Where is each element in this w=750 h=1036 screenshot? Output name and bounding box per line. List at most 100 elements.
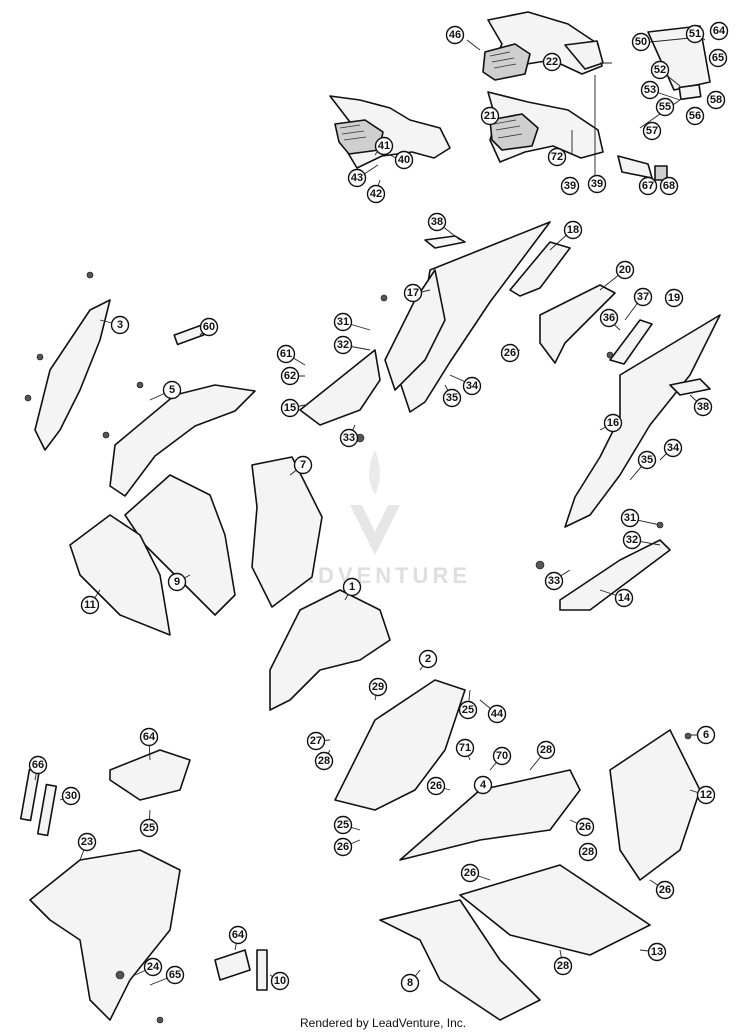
callout: 55: [655, 97, 675, 117]
callout: 41: [374, 136, 394, 156]
callout: 32: [622, 530, 642, 550]
svg-text:28: 28: [540, 744, 552, 756]
callout: 26: [426, 776, 446, 796]
svg-text:32: 32: [337, 339, 349, 351]
callout: 72: [547, 147, 567, 167]
svg-text:33: 33: [548, 575, 560, 587]
svg-text:12: 12: [700, 789, 712, 801]
callout: 39: [587, 174, 607, 194]
svg-text:64: 64: [232, 929, 245, 941]
callout: 61: [276, 344, 296, 364]
svg-text:1: 1: [349, 581, 355, 593]
callout: 62: [280, 366, 300, 386]
svg-text:25: 25: [462, 704, 474, 716]
callout: 38: [427, 212, 447, 232]
callout: 57: [642, 121, 662, 141]
callout: 10: [270, 971, 290, 991]
svg-text:71: 71: [459, 742, 471, 754]
callout: 2: [418, 649, 438, 669]
svg-text:7: 7: [300, 459, 306, 471]
svg-text:35: 35: [446, 392, 458, 404]
callout: 35: [442, 388, 462, 408]
svg-text:70: 70: [496, 750, 508, 762]
belly-pan-8: [459, 864, 651, 956]
tail-unit-upper: [482, 11, 604, 81]
svg-text:6: 6: [703, 729, 709, 741]
callout: 33: [544, 571, 564, 591]
callout: 12: [696, 785, 716, 805]
callout: 21: [480, 106, 500, 126]
callout: 34: [462, 376, 482, 396]
svg-text:20: 20: [619, 264, 631, 276]
svg-text:26: 26: [464, 867, 476, 879]
svg-text:21: 21: [484, 110, 496, 122]
svg-text:14: 14: [618, 592, 631, 604]
svg-text:2: 2: [425, 653, 431, 665]
callout: 71: [455, 738, 475, 758]
strip-64-bottom: [256, 949, 268, 991]
svg-text:3: 3: [117, 319, 123, 331]
callout: 50: [631, 32, 651, 52]
footer-credit: Rendered by LeadVenture, Inc.: [300, 1016, 467, 1030]
callout: 60: [199, 317, 219, 337]
callout: 20: [615, 260, 635, 280]
callout: 22: [542, 52, 562, 72]
callout: 27: [306, 731, 326, 751]
svg-text:16: 16: [607, 417, 619, 429]
callout: 66: [28, 755, 48, 775]
callout: 51: [685, 24, 705, 44]
svg-text:26: 26: [579, 821, 591, 833]
svg-text:10: 10: [274, 975, 286, 987]
svg-text:36: 36: [603, 312, 615, 324]
side-panel-left-upper: [384, 221, 551, 413]
side-fairing-9: [124, 474, 236, 616]
tail-unit-left: [329, 95, 451, 169]
svg-text:33: 33: [343, 432, 355, 444]
svg-text:72: 72: [551, 151, 563, 163]
svg-text:26: 26: [337, 841, 349, 853]
svg-text:13: 13: [651, 946, 663, 958]
svg-text:52: 52: [654, 64, 666, 76]
svg-text:11: 11: [84, 599, 96, 611]
svg-text:60: 60: [203, 321, 215, 333]
svg-text:41: 41: [378, 140, 390, 152]
callout: 67: [638, 176, 658, 196]
callout: 30: [61, 786, 81, 806]
svg-text:44: 44: [491, 708, 504, 720]
callout: 19: [664, 288, 684, 308]
callout: 16: [603, 413, 623, 433]
svg-text:64: 64: [713, 25, 726, 37]
svg-text:53: 53: [644, 84, 656, 96]
svg-text:66: 66: [32, 759, 44, 771]
callout: 42: [366, 184, 386, 204]
callout: 26: [333, 837, 353, 857]
svg-text:15: 15: [284, 402, 296, 414]
callout: 38: [693, 397, 713, 417]
callout: 44: [487, 704, 507, 724]
callout: 25: [458, 700, 478, 720]
svg-text:27: 27: [310, 735, 322, 747]
svg-text:57: 57: [646, 125, 658, 137]
svg-text:23: 23: [81, 836, 93, 848]
side-trim-14: [559, 539, 671, 611]
svg-text:34: 34: [667, 442, 680, 454]
strip-65: [214, 949, 251, 981]
callout: 28: [578, 842, 598, 862]
inner-lower-10: [379, 899, 541, 1021]
svg-text:9: 9: [174, 576, 180, 588]
svg-text:39: 39: [564, 180, 576, 192]
svg-text:22: 22: [546, 56, 558, 68]
callout: 23: [77, 832, 97, 852]
callout: 31: [333, 312, 353, 332]
callout: 68: [659, 176, 679, 196]
callout: 11: [80, 595, 100, 615]
callout: 8: [400, 973, 420, 993]
svg-text:17: 17: [407, 287, 419, 299]
svg-text:58: 58: [710, 94, 722, 106]
svg-text:26: 26: [659, 884, 671, 896]
callout: 39: [560, 176, 580, 196]
callout: 5: [162, 380, 182, 400]
upper-fairing-5: [109, 384, 256, 497]
callout: 18: [563, 220, 583, 240]
front-fender-13: [29, 849, 181, 1021]
